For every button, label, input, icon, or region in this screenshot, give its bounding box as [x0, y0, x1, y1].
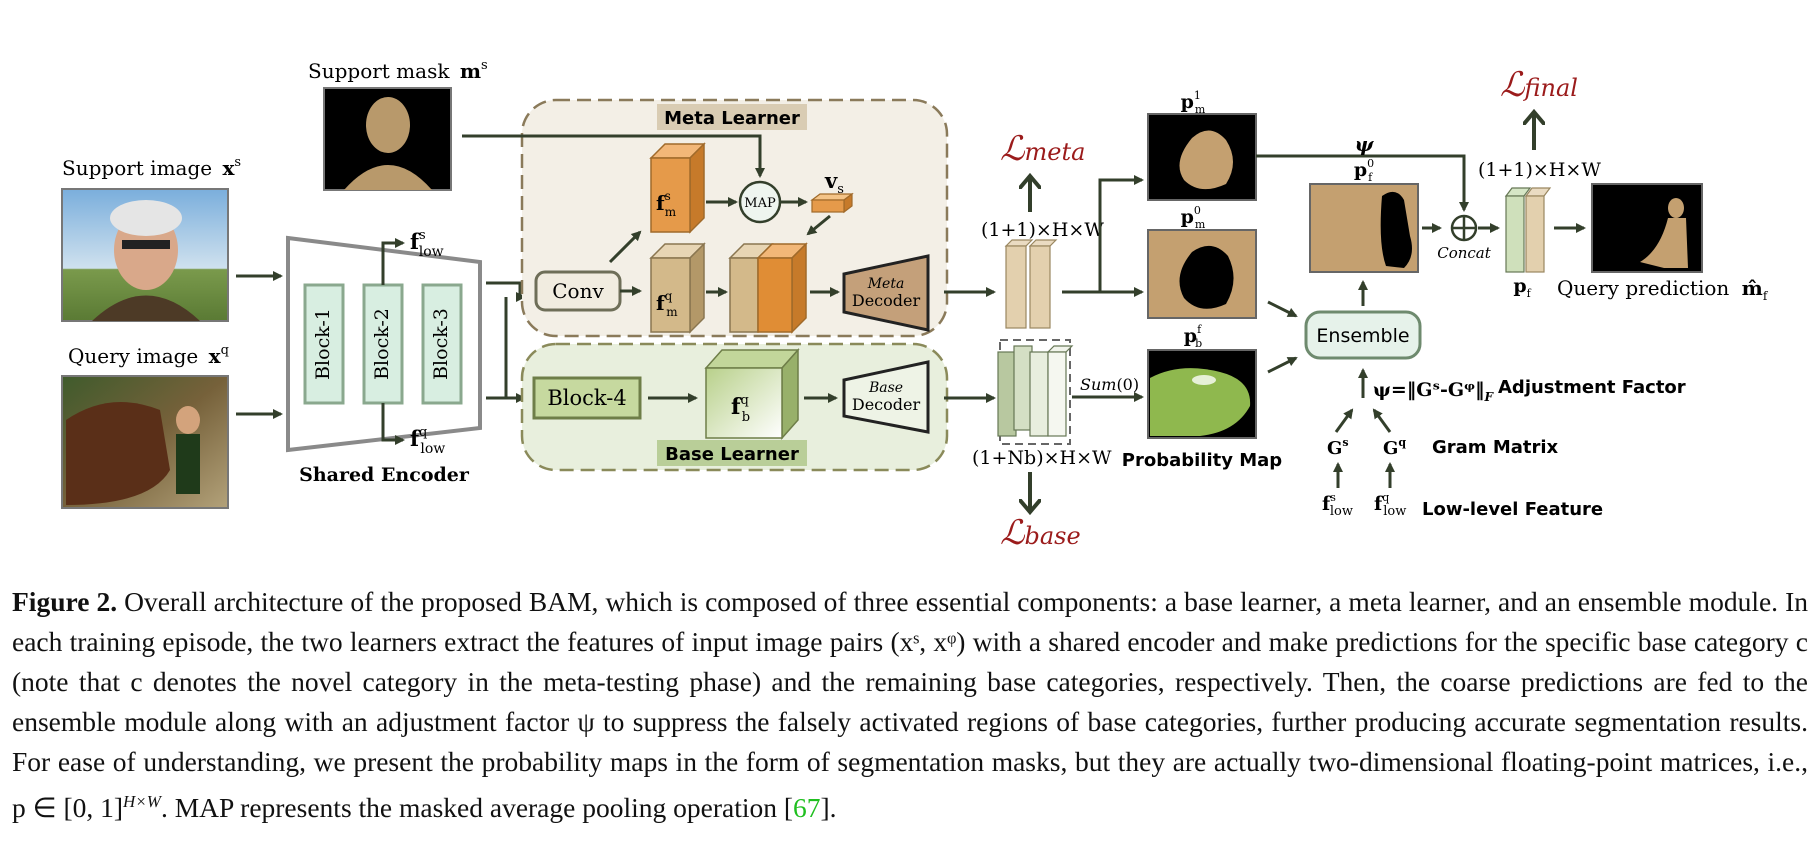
loss-base: ℒbase: [1000, 513, 1081, 553]
adjustment-factor-label: Adjustment Factor: [1498, 377, 1686, 398]
loss-final: ℒfinal: [1500, 65, 1578, 105]
loss-meta: ℒmeta: [1000, 129, 1085, 169]
meta-learner-panel: [520, 98, 949, 338]
caption-figure-label: Figure 2.: [12, 586, 118, 617]
caption-superscript: H×W: [123, 792, 161, 811]
map-node: MAP: [738, 180, 782, 224]
meta-concat-features: [728, 242, 808, 334]
encoder-block-2: Block-2: [362, 283, 404, 405]
vs-vector: [810, 192, 854, 214]
f-low-q-arrow: [381, 403, 405, 445]
figure-caption: Figure 2. Overall architecture of the pr…: [12, 582, 1808, 828]
dim-meta-label: (1+1)×H×W: [981, 219, 1104, 241]
caption-text-2: . MAP represents the masked average pool…: [160, 792, 794, 824]
svg-text:fqm: fqm: [656, 289, 678, 319]
support-mask-label: Support mask ms: [308, 58, 488, 83]
query-image: [61, 375, 229, 509]
query-prediction-map: [1591, 183, 1703, 273]
base-decoder: Base Decoder: [842, 360, 930, 434]
sum-label: Sum(0): [1080, 375, 1139, 394]
caption-text-3: ].: [820, 792, 837, 824]
psi-label: ψ: [1355, 132, 1375, 156]
f-low-s-arrow: [381, 238, 405, 285]
svg-text:Block-1: Block-1: [312, 308, 334, 380]
encoder-to-conv-arrow-2: [486, 297, 508, 400]
query-prediction-label: Query prediction m̂f: [1557, 276, 1769, 303]
base-output-maps: [997, 339, 1074, 445]
support-mask: [323, 87, 452, 191]
svg-text:MAP: MAP: [744, 196, 776, 211]
meta-learner-title: Meta Learner: [664, 108, 800, 129]
svg-text:Decoder: Decoder: [852, 395, 921, 414]
svg-text:fqb: fqb: [731, 393, 750, 425]
encoder-to-conv-arrow: [486, 281, 526, 302]
encoder-block-1: Block-1: [303, 283, 345, 405]
mask-to-map-arrow: [462, 134, 765, 178]
caption-text: Overall architecture of the proposed BAM…: [12, 586, 1808, 824]
architecture-diagram: Support image xs Query image xq Support …: [61, 58, 1769, 553]
conv-box: Conv: [534, 270, 622, 312]
dim-final-label: (1+1)×H×W: [1478, 159, 1601, 181]
vs-label: vs: [824, 168, 844, 197]
svg-text:Block-4: Block-4: [547, 386, 626, 410]
gram-s: Gs: [1327, 436, 1349, 459]
support-image-label: Support image xs: [62, 155, 241, 180]
pm0-map: [1147, 229, 1257, 319]
base-learner-title: Base Learner: [665, 444, 799, 465]
pbf-map: [1147, 349, 1257, 439]
vs-to-concat-arrow: [806, 214, 831, 236]
svg-text:Meta: Meta: [867, 276, 905, 292]
conv-to-fms-arrow: [608, 230, 642, 264]
svg-text:Decoder: Decoder: [852, 291, 921, 310]
caption-reference-link[interactable]: 67: [793, 792, 821, 824]
svg-text:Block-3: Block-3: [430, 308, 452, 380]
adjustment-formula: ψ=‖Gˢ-Gᵠ‖F: [1373, 379, 1494, 404]
block4-box: Block-4: [532, 376, 642, 420]
meta-decoder: Meta Decoder: [842, 254, 930, 332]
gram-q: Gq: [1383, 436, 1406, 459]
shared-encoder-label: Shared Encoder: [299, 464, 470, 486]
svg-text:Base: Base: [868, 380, 903, 396]
ensemble-box: Ensemble: [1304, 310, 1422, 360]
encoder-block-3: Block-3: [421, 283, 463, 405]
meta-to-pm1-arrow: [1098, 175, 1144, 292]
support-image: [61, 188, 229, 322]
svg-text:Conv: Conv: [552, 279, 604, 303]
svg-text:fsm: fsm: [656, 189, 677, 219]
svg-text:Block-2: Block-2: [371, 308, 393, 380]
gram-matrix-label: Gram Matrix: [1432, 437, 1559, 458]
concat-label: Concat: [1437, 244, 1492, 262]
psi-path-arrow: [1256, 154, 1469, 212]
pf-label: pf: [1513, 275, 1531, 300]
query-image-label: Query image xq: [68, 343, 229, 368]
meta-output-maps: [1004, 239, 1058, 329]
probability-map-label: Probability Map: [1122, 450, 1283, 471]
svg-text:Ensemble: Ensemble: [1316, 325, 1409, 347]
concat-op: [1450, 214, 1478, 242]
pm1-map: [1147, 113, 1257, 201]
dim-base-label: (1+Nb)×H×W: [972, 447, 1112, 469]
pf-maps: [1504, 187, 1552, 273]
low-level-feature-label: Low-level Feature: [1422, 499, 1603, 520]
pf0-map: [1309, 183, 1419, 273]
